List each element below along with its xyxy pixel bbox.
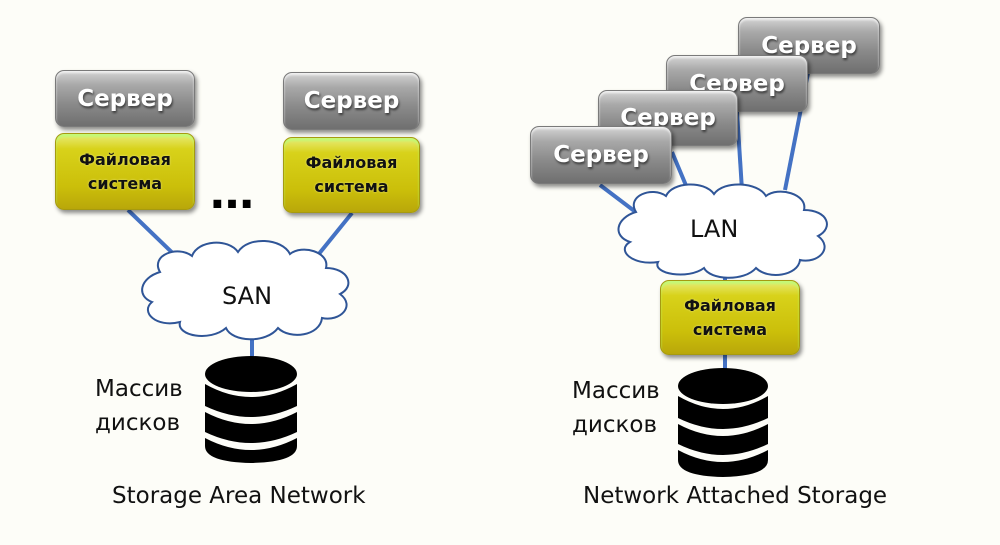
san-disk-label: Массив дисков: [95, 372, 183, 440]
lan-cloud-icon: [617, 183, 828, 279]
fs-label-line1: Файловая: [305, 153, 398, 172]
nas-disk-label: Массив дисков: [572, 374, 660, 442]
nas-server-1: Сервер: [530, 126, 672, 184]
san-cloud-label: SAN: [222, 282, 273, 310]
fs-label-line1: Файловая: [79, 149, 171, 169]
san-file-system-2: Файловая система: [283, 137, 420, 213]
san-file-system-1: Файловая система: [55, 133, 195, 210]
link-server1-lan: [598, 183, 639, 215]
nas-caption: Network Attached Storage: [583, 483, 888, 509]
disk-label-line1: Массив: [95, 376, 183, 402]
nas-disk-array-icon: [678, 368, 768, 477]
disk-label-line1: Массив: [572, 378, 660, 404]
san-server-1: Сервер: [55, 70, 195, 127]
server-label: Сервер: [553, 142, 649, 168]
ellipsis: …: [210, 168, 258, 219]
lan-cloud-label: LAN: [690, 215, 739, 243]
fs-label-line1: Файловая: [684, 295, 776, 315]
nas-file-system: Файловая система: [660, 280, 800, 355]
san-cloud-icon: [141, 239, 350, 341]
fs-label-line2: система: [692, 319, 768, 339]
san-server-2: Сервер: [283, 72, 420, 130]
fs-label-line2: система: [87, 173, 163, 193]
disk-label-line2: дисков: [572, 412, 658, 438]
fs-label-line2: система: [314, 177, 389, 196]
disk-label-line2: дисков: [95, 410, 181, 436]
link-fs2-san: [316, 211, 354, 257]
san-caption: Storage Area Network: [112, 483, 366, 509]
server-label: Сервер: [761, 32, 857, 59]
server-label: Сервер: [77, 85, 173, 112]
server-label: Сервер: [303, 88, 400, 114]
san-disk-array-icon: [205, 356, 297, 463]
